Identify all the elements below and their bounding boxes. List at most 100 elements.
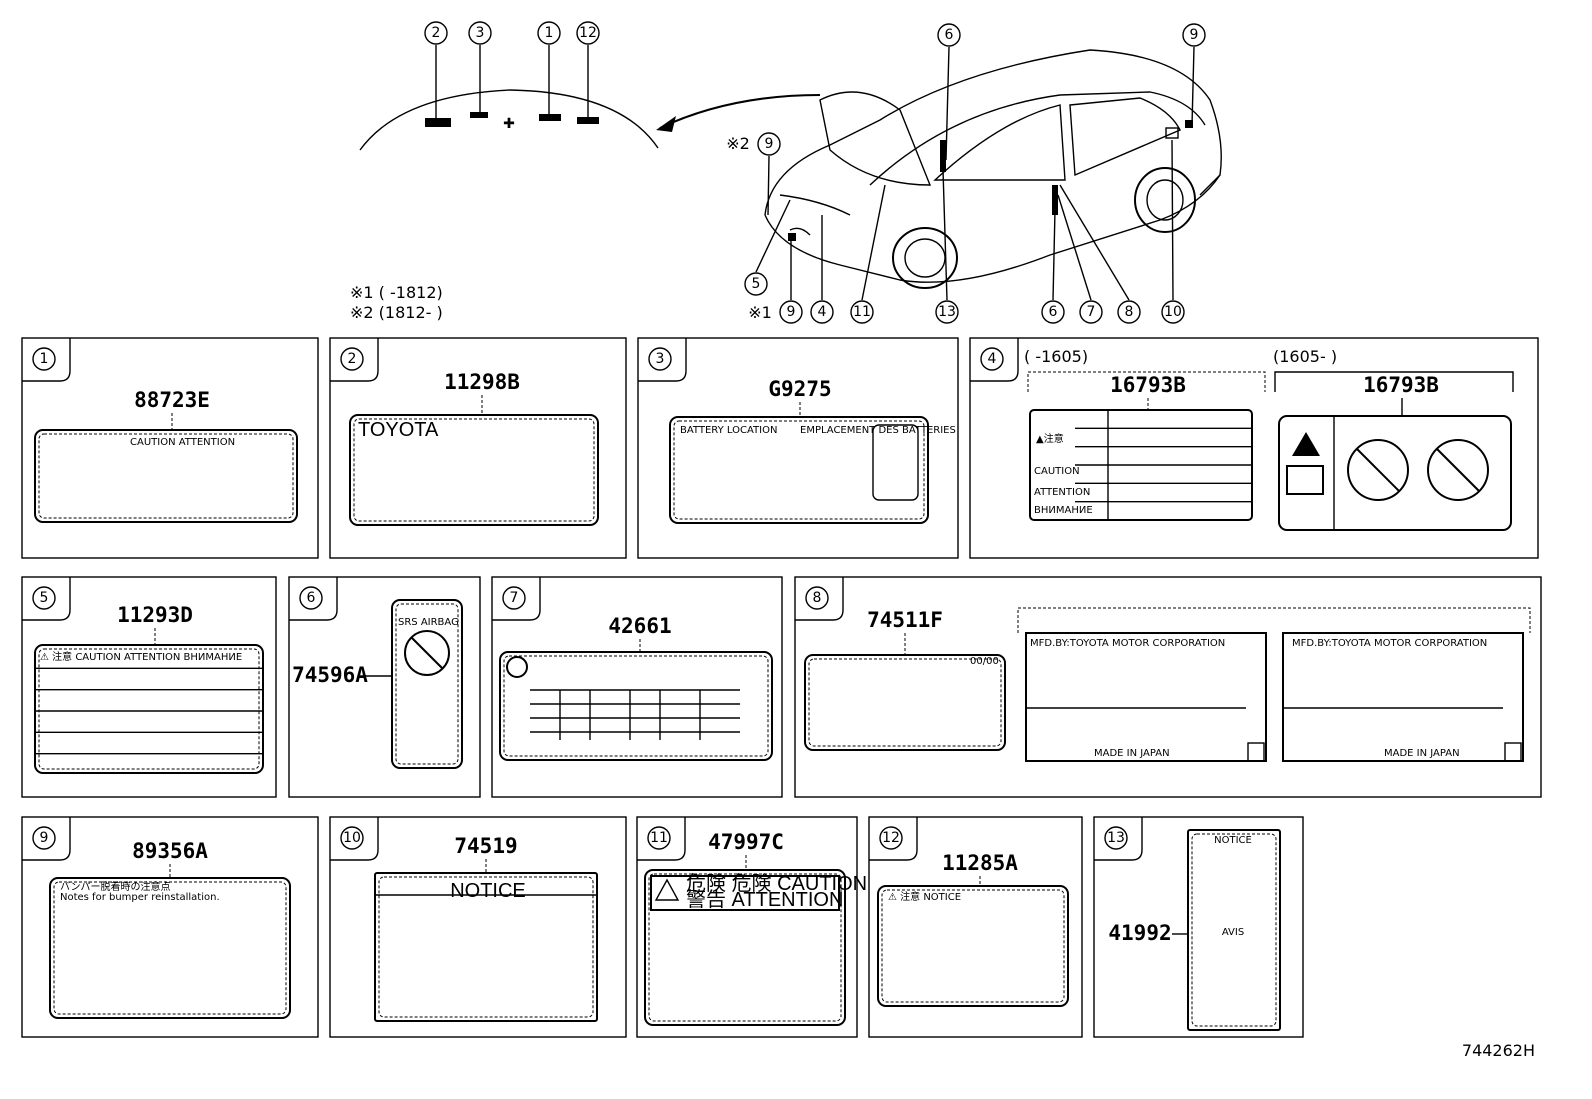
callout-3: 3 [468, 21, 492, 45]
panel-5: 5 11293D [21, 576, 277, 798]
panel-frame [491, 576, 783, 798]
range-4b: (1605- ) [1273, 347, 1337, 366]
car-top-view-icon [872, 424, 919, 501]
svg-text:ATTENTION: ATTENTION [1034, 487, 1090, 498]
arrow-icon [659, 94, 821, 129]
label-drawing [499, 651, 773, 761]
callout-7: 7 [1079, 300, 1103, 324]
panel-number-circle [1104, 826, 1128, 850]
panel-8: 8 74511F [794, 576, 1542, 798]
callout-5: 5 [744, 272, 768, 296]
label-drawing [349, 414, 599, 526]
part-number[interactable]: 11293D [117, 603, 193, 627]
part-number[interactable]: 42661 [608, 614, 671, 638]
label-drawing [669, 416, 929, 524]
svg-text:CAUTION: CAUTION [1034, 466, 1080, 477]
svg-text:▲注意: ▲注意 [1036, 432, 1064, 445]
panel-number: 8 [813, 590, 822, 606]
label-3-text-2: EMPLACEMENT DES BATTERIES [800, 425, 956, 436]
panel-1: 1 88723E [21, 337, 319, 559]
label-drawing [391, 599, 463, 769]
panel-frame [969, 337, 1539, 559]
svg-text:13: 13 [938, 304, 956, 320]
warning-icon [1292, 432, 1320, 456]
cross-mark-icon: ✚ [503, 116, 515, 132]
svg-text:4: 4 [818, 304, 827, 320]
panel-frame [21, 576, 277, 798]
svg-text:NOTICE: NOTICE [450, 880, 526, 902]
note-1: ※1 ( -1812) [350, 283, 443, 302]
panel-number-circle [32, 347, 56, 371]
svg-text:NOTICE: NOTICE [1214, 835, 1252, 846]
label-2-text: TOYOTA [358, 419, 439, 441]
svg-text:8: 8 [1125, 304, 1134, 320]
label-drawing [1187, 829, 1281, 1031]
panel-frame [329, 337, 627, 559]
panel-number: 13 [1107, 830, 1125, 846]
panel-number: 11 [650, 830, 668, 846]
callout-13: 13 [935, 300, 959, 324]
panel-number-circle [340, 826, 364, 850]
callout-4: 4 [810, 300, 834, 324]
panel-number-circle [32, 586, 56, 610]
part-number[interactable]: 74596A [292, 663, 368, 687]
panel-frame [329, 816, 627, 1038]
svg-text:AVIS: AVIS [1222, 927, 1244, 938]
panel-number-circle [340, 347, 364, 371]
panel-number: 4 [988, 351, 997, 367]
tire-icon [506, 656, 528, 678]
callout-10: 10 [1161, 300, 1185, 324]
panel-number-circle [980, 347, 1004, 371]
prohibited-icon [1427, 439, 1489, 501]
svg-text:10: 10 [1164, 304, 1182, 320]
svg-text:ВНИМАНИЕ: ВНИМАНИЕ [1034, 505, 1093, 516]
pictogram-label [1278, 415, 1512, 531]
svg-text:MFD.BY:TOYOTA MOTOR CORPORATIO: MFD.BY:TOYOTA MOTOR CORPORATION [1030, 638, 1225, 649]
label-marker-1 [539, 114, 561, 121]
part-number[interactable]: 16793B [1110, 373, 1186, 397]
panel-4: 4 16793B 16793B [969, 337, 1539, 559]
part-number[interactable]: 11285A [942, 851, 1018, 875]
panel-frame [21, 816, 319, 1038]
label-drawing [34, 429, 298, 523]
label-marker-12 [577, 117, 599, 124]
prohibited-icon [1347, 439, 1409, 501]
part-number[interactable]: 88723E [134, 388, 210, 412]
label-marker-3 [470, 112, 488, 118]
open-hood [819, 91, 932, 186]
label-drawing [34, 644, 264, 774]
part-number[interactable]: 47997C [708, 830, 784, 854]
part-number-2[interactable]: 16793B [1363, 373, 1439, 397]
part-number[interactable]: 11298B [444, 370, 520, 394]
panel-frame [21, 337, 319, 559]
part-number[interactable]: 74511F [867, 608, 943, 632]
panel-number: 2 [348, 351, 357, 367]
range-4a: ( -1605) [1024, 347, 1088, 366]
panel-13: 13 41992 [1093, 816, 1304, 1038]
svg-text:3: 3 [476, 25, 485, 41]
panel-number: 1 [40, 351, 49, 367]
panel-number: 5 [40, 590, 49, 606]
callout-11: 11 [850, 300, 874, 324]
part-number[interactable]: 74519 [454, 834, 517, 858]
note-2: ※2 (1812- ) [350, 303, 443, 322]
callout-9-bottom: 9 [779, 300, 803, 324]
svg-text:5: 5 [752, 276, 761, 292]
callout-9-side: 9 [757, 132, 781, 156]
prohibited-icon [404, 630, 450, 676]
panel-number: 3 [656, 351, 665, 367]
label-5-text: ⚠ 注意 CAUTION ATTENTION ВНИМАНИЕ [40, 650, 242, 663]
label-drawing-variant [1282, 632, 1524, 762]
label-drawing-variant [1025, 632, 1267, 762]
warning-icon [654, 878, 680, 901]
label-1-text: CAUTION ATTENTION [130, 437, 235, 448]
part-number[interactable]: G9275 [768, 377, 831, 401]
part-number[interactable]: 41992 [1108, 921, 1171, 945]
panel-number-circle [648, 347, 672, 371]
part-number[interactable]: 89356A [132, 839, 208, 863]
note-marker-2: ※2 [726, 134, 750, 153]
